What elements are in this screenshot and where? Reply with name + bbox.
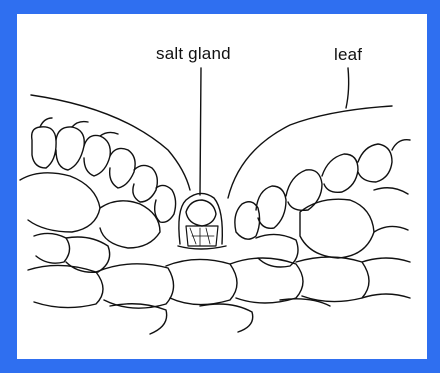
- left-leaf-epidermal-cells: [32, 118, 176, 222]
- salt-gland-label: salt gland: [156, 44, 231, 64]
- leaf-label: leaf: [334, 45, 362, 65]
- salt-gland-cap-cell: [186, 200, 216, 226]
- right-leaf-surface: [228, 106, 392, 198]
- salt-gland-leader-line: [200, 68, 201, 195]
- leaf-leader-line: [346, 68, 349, 108]
- left-leaf-mesophyll-cells: [20, 173, 160, 272]
- salt-gland: [178, 193, 226, 249]
- lower-tissue-cells: [28, 257, 410, 334]
- right-leaf-mesophyll-cells: [256, 188, 408, 267]
- salt-gland-cuticle: [179, 193, 222, 244]
- right-leaf-epidermal-cells: [235, 140, 410, 239]
